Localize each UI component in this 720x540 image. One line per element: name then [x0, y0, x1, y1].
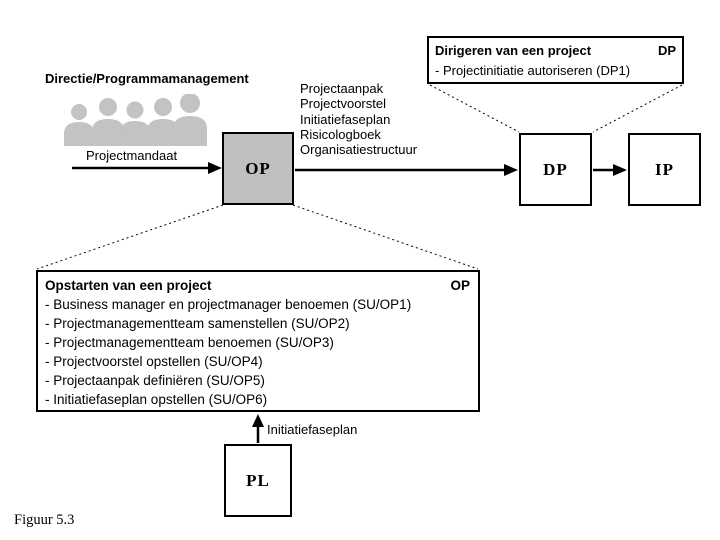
dp-to-ip-arrow: [593, 164, 627, 176]
opstarten-detail-box: Opstarten van een project OP - Business …: [36, 270, 480, 412]
projectmandaat-label: Projectmandaat: [86, 148, 178, 163]
deliverable-item: Projectaanpak: [300, 81, 384, 96]
pl-process-box-label: PL: [246, 470, 270, 490]
deliverable-item: Projectvoorstel: [300, 96, 386, 112]
op-callout-dashed-lines: [36, 204, 479, 270]
op-to-dp-arrow: [295, 164, 518, 176]
dirigeren-title-row: Dirigeren van een project DP: [435, 41, 676, 61]
deliverable-item: Organisatiestructuur: [300, 142, 418, 158]
dirigeren-callout-dashed-lines: [429, 84, 683, 133]
deliverable-item: Initiatiefaseplan: [300, 111, 391, 127]
opstarten-title-row: Opstarten van een project OP: [45, 276, 470, 295]
opstarten-title: Opstarten van een project: [45, 278, 212, 293]
ip-process-box-label: IP: [655, 159, 674, 179]
opstarten-activity-item: - Projectvoorstel opstellen (SU/OP4): [45, 354, 263, 369]
opstarten-activity-item: - Projectaanpak definiëren (SU/OP5): [45, 373, 265, 388]
op-process-box: OP: [222, 132, 294, 205]
op-process-box-label: OP: [245, 158, 271, 178]
initiatiefaseplan-label: Initiatiefaseplan: [267, 422, 358, 437]
dirigeren-detail-box: Dirigeren van een project DP - Projectin…: [427, 36, 684, 84]
projectmandaat-arrow: [72, 162, 222, 174]
deliverable-item: Risicologboek: [300, 126, 381, 142]
directie-programmamanagement-label: Directie/Programmamanagement: [45, 71, 249, 86]
dp-process-box: DP: [519, 133, 592, 206]
pl-process-box: PL: [224, 444, 292, 517]
dirigeren-code: DP: [657, 43, 676, 58]
dirigeren-activity-item: - Projectinitiatie autoriseren (DP1): [435, 63, 631, 78]
opstarten-code: OP: [450, 278, 470, 293]
dirigeren-title: Dirigeren van een project: [435, 43, 592, 58]
ip-process-box: IP: [628, 133, 701, 206]
figure-caption: Figuur 5.3: [14, 512, 75, 528]
opstarten-activity-item: - Business manager en projectmanager ben…: [45, 297, 412, 312]
opstarten-activity-item: - Projectmanagementteam benoemen (SU/OP3…: [45, 335, 334, 350]
deliverables-list: Projectaanpak Projectvoorstel Initiatief…: [300, 81, 417, 157]
opstarten-activity-item: - Projectmanagementteam samenstellen (SU…: [45, 316, 350, 331]
people-group-icon: [60, 93, 207, 146]
pl-to-opstarten-arrow: [252, 414, 264, 443]
opstarten-activity-item: - Initiatiefaseplan opstellen (SU/OP6): [45, 392, 268, 407]
dp-process-box-label: DP: [543, 159, 568, 179]
